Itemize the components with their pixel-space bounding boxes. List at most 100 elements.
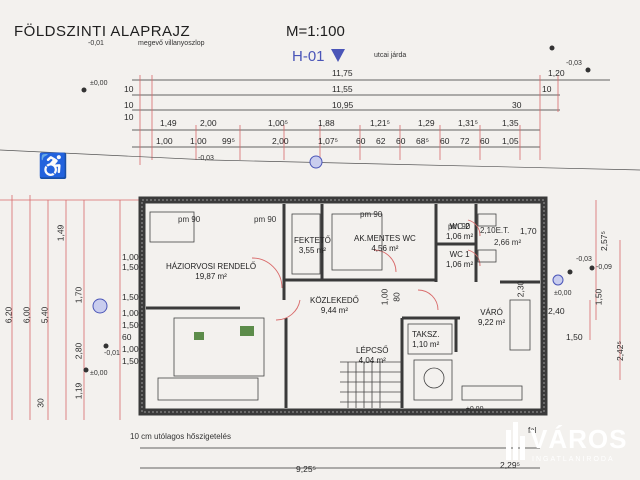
- room-name: KÖZLEKEDŐ: [310, 296, 359, 305]
- side-dim-11: 30: [35, 398, 46, 408]
- side-dim-18: 1,70: [520, 226, 537, 236]
- dim-row5-8: 68⁵: [416, 136, 429, 146]
- pm90-label-2: pm 90: [254, 215, 277, 224]
- room-name: WC 2: [449, 222, 470, 231]
- level-left: -0,01: [104, 350, 120, 357]
- plan-title: FÖLDSZINTI ALAPRAJZ: [14, 23, 191, 40]
- bottom-dimension-lines: [140, 447, 540, 469]
- room-varo: VÁRÓ 9,22 m²: [478, 308, 505, 328]
- street-label: utcai járda: [374, 52, 407, 59]
- left-dimension-lines: [11, 195, 121, 420]
- level-triangle-icon: [330, 49, 345, 62]
- dim-row2-side: 10: [124, 100, 134, 110]
- side-dim-3: 1,00: [122, 308, 139, 318]
- dim-row5-3: 2,00: [272, 136, 289, 146]
- room-wc2: WC 2 1,06 m²: [446, 222, 473, 242]
- dim-row3-small: 10: [124, 112, 134, 122]
- property-line: [0, 149, 640, 171]
- top-dimension-ticks: [139, 75, 559, 165]
- level-right: -0,03: [576, 256, 592, 263]
- room-kozlekedo: KÖZLEKEDŐ 9,44 m²: [310, 296, 359, 316]
- dim-row1-main: 11,75: [332, 68, 353, 78]
- dim-row5-1: 1,00: [190, 136, 207, 146]
- brand-logo: VÁROS INGATLANIRODA: [500, 420, 640, 480]
- room-area: 9,22 m²: [478, 318, 506, 327]
- dim-row5-5: 60: [356, 136, 366, 146]
- brand-word: VÁROS: [530, 424, 628, 454]
- side-dim-12: 6,20: [3, 306, 14, 324]
- dim-row4-4: 1,21⁵: [370, 118, 391, 128]
- fal-label: fal: [528, 426, 537, 435]
- side-dim-20: 2,57⁵: [599, 230, 610, 252]
- room-wc1: WC 1 1,06 m²: [446, 250, 473, 270]
- wheelchair-icon: ♿: [38, 153, 68, 180]
- right-dimension-lines: [589, 200, 621, 380]
- side-dim-9: 1,70: [73, 286, 84, 304]
- dim-row2-main: 11,55: [332, 84, 353, 94]
- dim-row3-main: 10,95: [332, 100, 354, 110]
- room-haziorvosi: HÁZIORVOSI RENDELŐ 19,87 m²: [166, 262, 256, 282]
- dim-row4-6: 1,31⁵: [458, 118, 479, 128]
- level-bottom: ±0,00: [466, 406, 484, 413]
- level-top: -0,03: [198, 155, 214, 162]
- side-dim-1: 1,50: [122, 262, 139, 272]
- dim-row5-12: 1,05: [502, 136, 519, 146]
- room-fekteto: FEKTETŐ 3,55 m²: [294, 236, 331, 256]
- side-dim-13: 6,00: [21, 306, 32, 324]
- room-area: 19,87 m²: [195, 272, 227, 281]
- pm90-label-4: pm 90: [448, 222, 471, 231]
- logo-mark-icon: [506, 422, 525, 460]
- dim-row1-side: 1,20: [548, 68, 565, 78]
- room-name: HÁZIORVOSI RENDELŐ: [166, 262, 257, 271]
- room-name: FEKTETŐ: [294, 236, 331, 245]
- room-area: 4,04 m²: [358, 356, 386, 365]
- dim-row4-7: 1,35: [502, 118, 519, 128]
- side-dim-19: 2,30: [515, 280, 526, 298]
- room-name: AK.MENTES WC: [354, 234, 416, 243]
- side-dim-7: 1,50: [122, 356, 139, 366]
- room-name: LÉPCSŐ: [356, 346, 389, 355]
- et-area: 2,66 m²: [494, 238, 522, 247]
- sheet-label: H-01: [292, 48, 325, 65]
- side-dim-8: 1,19: [73, 382, 84, 400]
- side-dim-24: 1,50: [566, 332, 583, 342]
- sheet-number: H-01: [292, 48, 345, 65]
- bottom-dim-1: 2,29⁵: [500, 460, 521, 470]
- side-dim-23: 2,40: [548, 306, 565, 316]
- side-dim-15: 2,80: [73, 342, 84, 360]
- dim-row4-0: 1,49: [160, 118, 177, 128]
- room-name: VÁRÓ: [480, 308, 503, 317]
- side-dim-14: 5,40: [39, 306, 50, 324]
- level-top-right: -0,03: [566, 60, 582, 67]
- side-dim-17: 80: [391, 292, 402, 302]
- room-area: 1,06 m²: [446, 260, 474, 269]
- pm90-label-1: pm 90: [178, 215, 201, 224]
- dim-row5-6: 62: [376, 136, 386, 146]
- room-area: 1,10 m²: [412, 340, 440, 349]
- dim-row5-2: 99⁵: [222, 136, 235, 146]
- side-dim-22: 1,50: [593, 288, 604, 306]
- top-dimension-lines: [132, 79, 610, 148]
- dim-row5-10: 72: [460, 136, 470, 146]
- room-area: 4,56 m²: [371, 244, 399, 253]
- dim-row3-side: 30: [512, 100, 522, 110]
- dim-row5-11: 60: [480, 136, 490, 146]
- dim-row4-2: 1,00⁵: [268, 118, 289, 128]
- level-top-left: ±0,00: [90, 80, 108, 87]
- side-dim-0: 1,00: [122, 252, 139, 262]
- side-dim-2: 1,50: [122, 292, 139, 302]
- level-right-3: ±0,00: [554, 290, 572, 297]
- section-markers: [92, 155, 564, 314]
- door-swings: [251, 219, 481, 321]
- room-area: 1,06 m²: [446, 232, 474, 241]
- dim-row1-small-a: 10: [124, 84, 134, 94]
- dim-row5-0: 1,00: [156, 136, 173, 146]
- desk-items: [194, 326, 254, 340]
- et-label: 2,10E.T.: [480, 226, 510, 235]
- room-name: TAKSZ.: [412, 330, 440, 339]
- dim-row5-9: 60: [440, 136, 450, 146]
- pole-label: megevő villanyoszlop: [138, 40, 205, 47]
- level-markers: [81, 45, 595, 373]
- staircase: [340, 361, 402, 408]
